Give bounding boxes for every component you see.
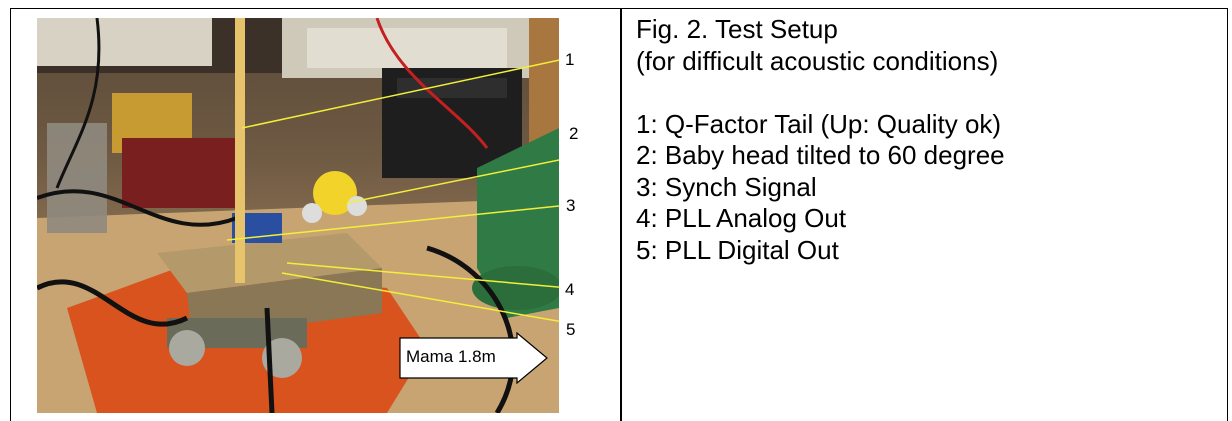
- callout-5: 5: [566, 320, 576, 339]
- column-divider: [620, 8, 622, 421]
- figure-title: Fig. 2. Test Setup: [636, 14, 838, 44]
- callout-1: 1: [565, 50, 575, 69]
- arrow-right-icon: [399, 332, 548, 384]
- spacer: [636, 77, 1005, 109]
- figure-subtitle: (for difficult acoustic conditions): [636, 45, 999, 76]
- caption-item: 2: Baby head tilted to 60 degree: [636, 140, 1005, 170]
- caption-item: 3: Synch Signal: [636, 171, 817, 202]
- caption-item: 1: Q-Factor Tail (Up: Quality ok): [636, 108, 1002, 139]
- table-frame: [10, 8, 1228, 421]
- arrow-label: Mama 1.8m: [406, 347, 496, 366]
- test-setup-photo: [37, 18, 559, 413]
- callout-4: 4: [565, 280, 575, 299]
- caption-item: 5: PLL Digital Out: [636, 234, 839, 265]
- figure-caption: Fig. 2. Test Setup (for difficult acoust…: [636, 14, 1005, 266]
- caption-item: 4: PLL Analog Out: [636, 203, 847, 233]
- callout-3: 3: [566, 196, 576, 215]
- callout-2: 2: [569, 124, 579, 143]
